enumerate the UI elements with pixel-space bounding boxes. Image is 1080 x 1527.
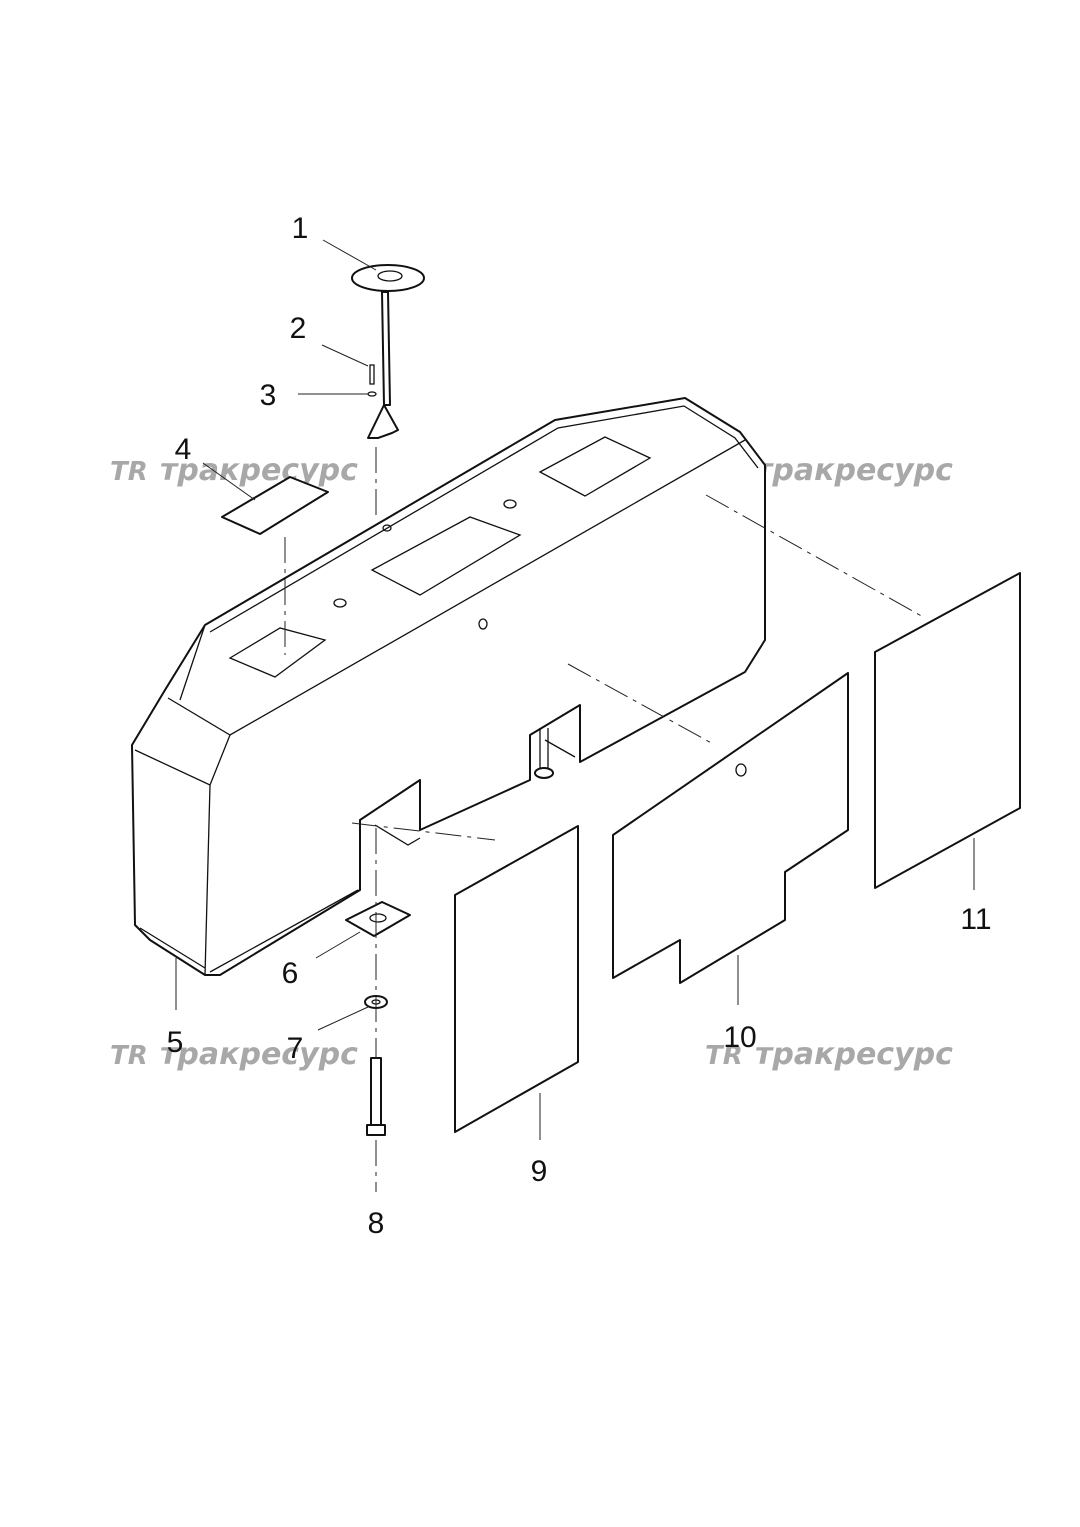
notch-left-inner [374, 824, 421, 846]
square-plate-hole [369, 913, 387, 923]
watermark-logo: TR [110, 1041, 148, 1071]
watermark-bottom-right: TR тракресурс [705, 1037, 953, 1072]
callout-2: 2 [290, 312, 307, 345]
watermark-text: тракресурс [160, 1037, 358, 1072]
side-panel-center-hole [735, 763, 747, 777]
top-opening-center [370, 516, 522, 596]
side-panel-center [612, 672, 849, 984]
callout-5: 5 [167, 1026, 184, 1059]
long-bolt-shank [370, 1057, 382, 1126]
small-washer [367, 391, 377, 397]
axis-line [351, 822, 496, 841]
top-opening-right [538, 436, 652, 497]
watermark-text: тракресурс [755, 453, 953, 488]
notch-right-inner [544, 739, 576, 758]
small-bolt [369, 364, 375, 385]
long-bolt-head [366, 1124, 386, 1136]
side-panel-large [874, 572, 1021, 889]
watermark-logo: TR [705, 1041, 743, 1071]
callout-11: 11 [960, 903, 991, 936]
callout-6: 6 [282, 957, 299, 990]
top-cover-plate [221, 476, 329, 535]
leader-line-2 [321, 344, 369, 367]
top-hole [333, 598, 347, 608]
callout-7: 7 [287, 1032, 304, 1065]
left-end-bottom-edge [139, 927, 206, 969]
watermark-bottom-left: TR тракресурс [110, 1037, 358, 1072]
counterweight-outline [131, 397, 766, 976]
square-plate [345, 901, 411, 937]
leader-line-4 [202, 462, 256, 501]
rear-bolt-head [534, 767, 554, 779]
small-bolt-part [367, 364, 377, 397]
top-hole [503, 499, 517, 509]
side-panel-small [454, 825, 579, 1133]
leader-line-1 [322, 239, 377, 271]
leader-line-6 [315, 931, 361, 959]
top-opening-left [228, 627, 327, 678]
lifting-eye-ring [351, 264, 425, 292]
top-face-edge [209, 405, 759, 633]
axis-line [567, 663, 716, 746]
side-hole [478, 618, 488, 630]
watermark-top-left: TR тракресурс [110, 453, 358, 488]
callout-4: 4 [175, 433, 192, 466]
callout-10: 10 [723, 1021, 756, 1054]
callout-9: 9 [531, 1155, 548, 1188]
callout-8: 8 [368, 1207, 385, 1240]
lifting-eye-bracket [367, 404, 399, 439]
front-bottom-edge [209, 889, 359, 973]
left-slope-edge [179, 624, 206, 701]
left-end-vertical-edge [204, 784, 211, 976]
lifting-eye-part [351, 264, 425, 439]
lifting-eye-rod [381, 291, 391, 406]
watermark-logo: TR [110, 457, 148, 487]
watermark-text: тракресурс [755, 1037, 953, 1072]
watermark-text: тракресурс [160, 453, 358, 488]
counterweight-body [131, 397, 766, 976]
callout-3: 3 [260, 379, 277, 412]
lifting-eye-inner [377, 270, 403, 282]
top-hole [382, 524, 392, 532]
leader-line-7 [317, 1006, 369, 1031]
callout-1: 1 [292, 212, 309, 245]
rear-bolt [539, 728, 549, 770]
